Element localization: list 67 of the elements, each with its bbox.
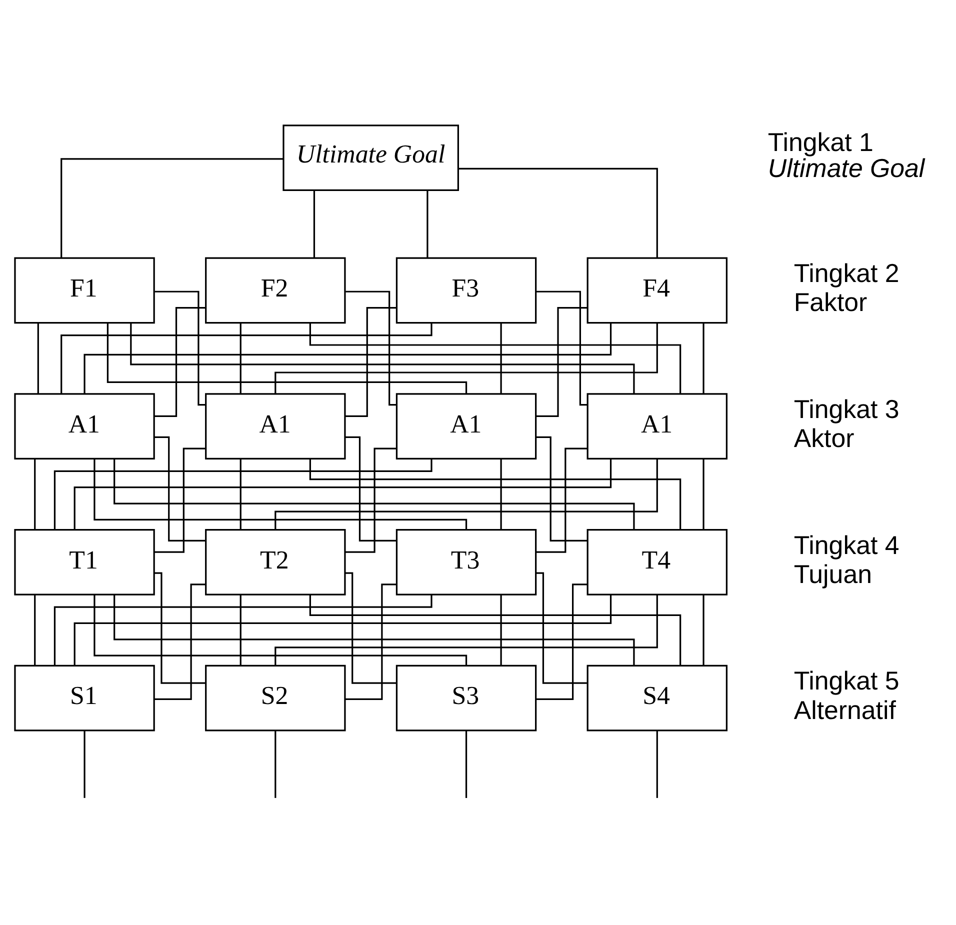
node-box: A1: [586, 393, 728, 460]
connector: [313, 190, 316, 258]
connector: [458, 168, 658, 258]
label: Faktor: [794, 289, 868, 318]
node-box: A1: [14, 393, 155, 460]
connector: [536, 436, 588, 542]
node-box: S1: [14, 664, 155, 732]
connector: [54, 594, 432, 666]
connector: [536, 572, 587, 684]
connector: [84, 730, 86, 798]
connector: [60, 323, 432, 394]
node-box: T1: [14, 529, 155, 596]
connector: [240, 595, 242, 666]
connector: [154, 290, 206, 406]
connector: [94, 594, 468, 666]
connector: [54, 458, 432, 530]
node-box: A1: [396, 393, 537, 460]
connector: [154, 436, 206, 542]
connector: [536, 448, 588, 553]
node-box: F1: [14, 257, 155, 324]
connector: [345, 436, 396, 542]
label: Tingkat 3: [794, 396, 900, 424]
connector: [702, 459, 704, 530]
node-box: Ultimate Goal: [282, 124, 459, 191]
connector: [702, 595, 704, 666]
connector: [465, 730, 468, 798]
node-box: F3: [396, 257, 537, 324]
connector: [34, 595, 36, 666]
connector: [240, 323, 242, 394]
label: Aktor: [794, 425, 854, 454]
node-box: T4: [586, 529, 728, 596]
connector: [34, 459, 36, 530]
connector: [536, 307, 588, 417]
connector: [500, 459, 502, 530]
node-box: S4: [586, 664, 728, 732]
connector: [345, 572, 396, 684]
connector: [106, 323, 468, 394]
connector: [154, 572, 206, 684]
label: Tujuan: [794, 560, 872, 589]
node-box: S3: [396, 664, 537, 732]
connector: [345, 307, 396, 417]
connector: [240, 459, 242, 530]
connector: [656, 730, 658, 798]
label: Tingkat 4: [794, 532, 900, 560]
label: Tingkat 5: [794, 668, 900, 696]
connector: [500, 595, 502, 666]
connector: [345, 448, 396, 553]
connector: [154, 448, 206, 553]
connector: [274, 730, 276, 798]
connector: [536, 290, 588, 406]
node-box: T3: [396, 529, 537, 596]
connector: [37, 323, 39, 394]
connector: [500, 323, 502, 394]
connector: [702, 323, 704, 394]
connector: [60, 158, 284, 258]
connector: [426, 190, 428, 258]
connector: [94, 459, 468, 530]
node-box: F2: [205, 257, 346, 324]
label: Tingkat 1: [768, 129, 874, 158]
node-box: T2: [205, 529, 346, 596]
node-box: S2: [205, 664, 346, 732]
node-box: F4: [586, 257, 728, 324]
connector: [154, 307, 206, 417]
label: Alternatif: [794, 696, 896, 725]
connector: [346, 290, 396, 406]
label: Tingkat 2: [794, 260, 900, 288]
node-box: A1: [205, 393, 346, 460]
